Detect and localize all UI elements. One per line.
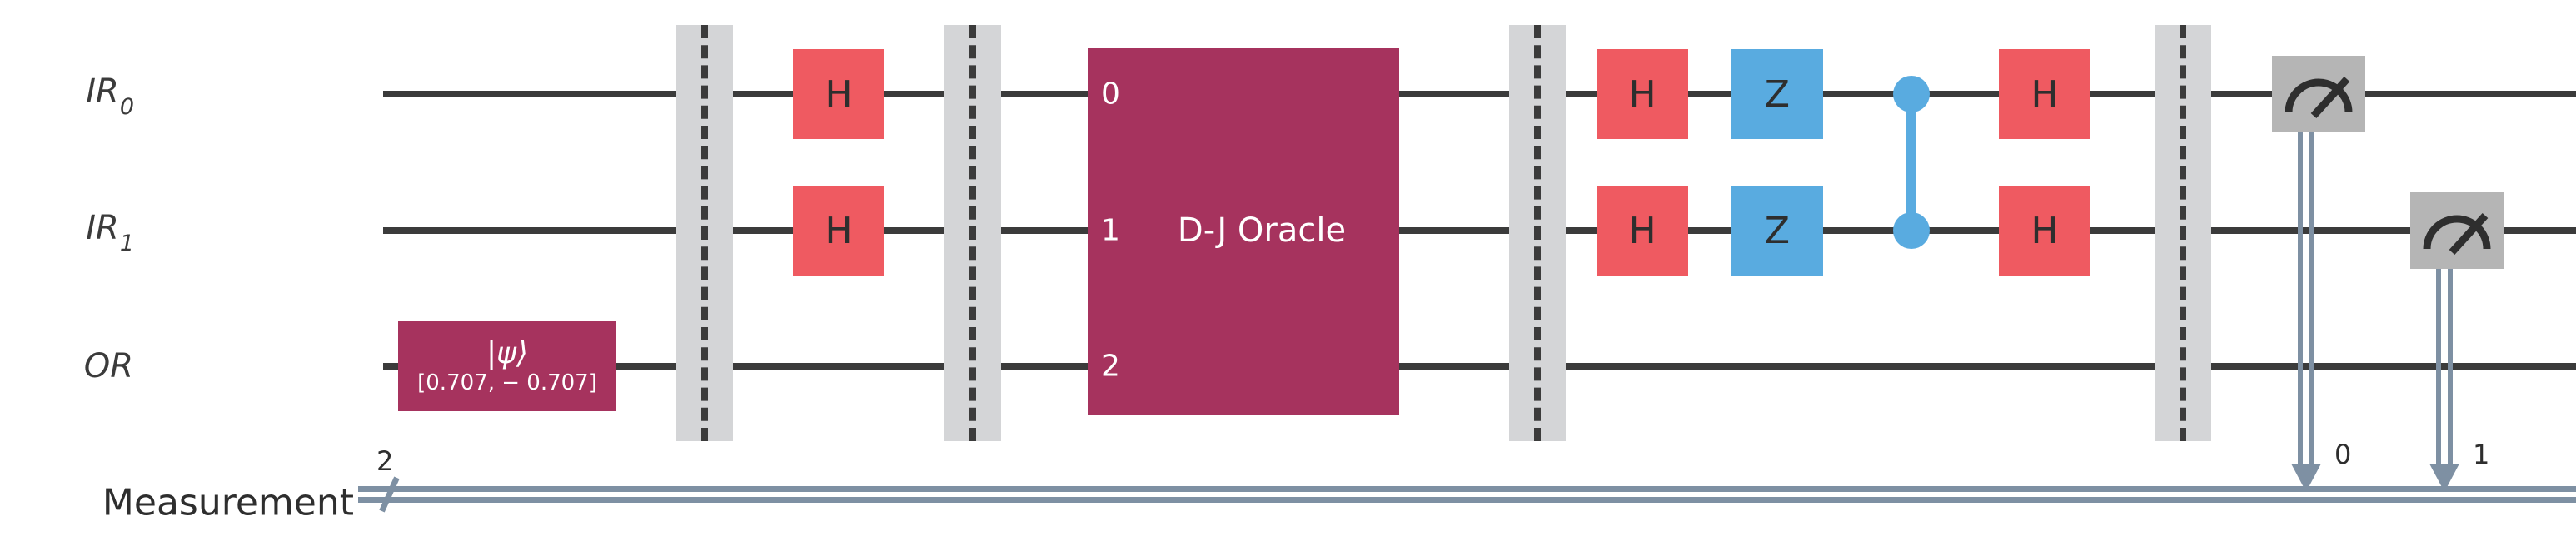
classical-wire-line-top bbox=[358, 486, 2576, 492]
wire-label-or: OR bbox=[0, 347, 133, 385]
measure-arrow-line-right-c1 bbox=[2448, 269, 2453, 465]
quantum-wire-or bbox=[383, 363, 2576, 370]
cz-control-dot-q1[interactable] bbox=[1893, 212, 1930, 249]
measure-meter-icon bbox=[2423, 212, 2491, 256]
measure-classical-arrow-c1: 1 bbox=[2429, 269, 2489, 494]
measure-gate-q1[interactable] bbox=[2410, 192, 2504, 269]
quantum-wire-ir0 bbox=[383, 91, 2576, 97]
initialize-psi-ket: |ψ⟩ bbox=[486, 335, 528, 370]
gate-h-q0-col2[interactable]: H bbox=[1597, 49, 1688, 139]
barrier-1 bbox=[676, 25, 733, 441]
dj-oracle-block[interactable]: 0 1 2 D-J Oracle bbox=[1088, 48, 1399, 415]
initialize-psi-gate[interactable]: |ψ⟩ [0.707, − 0.707] bbox=[398, 321, 616, 411]
wire-label-or-text: OR bbox=[83, 347, 133, 385]
initialize-psi-params: [0.707, − 0.707] bbox=[417, 370, 597, 395]
gate-h-q1-col1[interactable]: H bbox=[793, 186, 884, 276]
barrier-4 bbox=[2155, 25, 2211, 441]
classical-register-label: Measurement bbox=[0, 482, 354, 524]
wire-label-ir0: IR0 bbox=[0, 72, 134, 120]
classical-bit-count: 2 bbox=[376, 445, 394, 477]
measure-gate-q0[interactable] bbox=[2272, 56, 2365, 132]
gate-h-q1-col3[interactable]: H bbox=[1999, 186, 2090, 276]
barrier-2-dashed-line bbox=[969, 25, 976, 441]
cz-control-dot-q0[interactable] bbox=[1893, 76, 1930, 112]
barrier-3 bbox=[1509, 25, 1566, 441]
measure-arrow-head-c0 bbox=[2291, 464, 2321, 492]
measure-arrow-line-left-c1 bbox=[2436, 269, 2441, 465]
cz-connector-line bbox=[1906, 94, 1916, 231]
wire-label-ir1: IR1 bbox=[0, 209, 134, 256]
gate-z-q0[interactable]: Z bbox=[1731, 49, 1823, 139]
oracle-name-label: D-J Oracle bbox=[1177, 211, 1347, 250]
oracle-port-2: 2 bbox=[1101, 349, 1120, 384]
classical-wire-line-bottom bbox=[358, 497, 2576, 503]
gate-h-q0-col3[interactable]: H bbox=[1999, 49, 2090, 139]
barrier-1-dashed-line bbox=[701, 25, 708, 441]
oracle-port-1: 1 bbox=[1101, 213, 1120, 248]
barrier-4-dashed-line bbox=[2180, 25, 2186, 441]
wire-label-ir0-text: IR bbox=[86, 72, 119, 111]
measure-classical-arrow-c0: 0 bbox=[2291, 132, 2351, 494]
barrier-2 bbox=[944, 25, 1001, 441]
wire-label-ir1-sub: 1 bbox=[119, 231, 134, 256]
barrier-3-dashed-line bbox=[1534, 25, 1541, 441]
oracle-port-0: 0 bbox=[1101, 77, 1120, 112]
wire-label-ir1-text: IR bbox=[86, 209, 119, 247]
classical-wire bbox=[358, 486, 2576, 503]
measure-arrow-head-c1 bbox=[2429, 464, 2459, 492]
classical-register-label-text: Measurement bbox=[102, 481, 354, 524]
quantum-wire-ir1 bbox=[383, 227, 2576, 234]
gate-z-q1[interactable]: Z bbox=[1731, 186, 1823, 276]
measure-clbit-index-c0: 0 bbox=[2334, 439, 2352, 470]
measure-arrow-line-left-c0 bbox=[2298, 132, 2303, 465]
measure-arrow-line-right-c0 bbox=[2309, 132, 2314, 465]
measure-meter-icon bbox=[2285, 76, 2353, 119]
gate-h-q1-col2[interactable]: H bbox=[1597, 186, 1688, 276]
measure-clbit-index-c1: 1 bbox=[2473, 439, 2490, 470]
gate-h-q0-col1[interactable]: H bbox=[793, 49, 884, 139]
wire-label-ir0-sub: 0 bbox=[119, 94, 134, 120]
